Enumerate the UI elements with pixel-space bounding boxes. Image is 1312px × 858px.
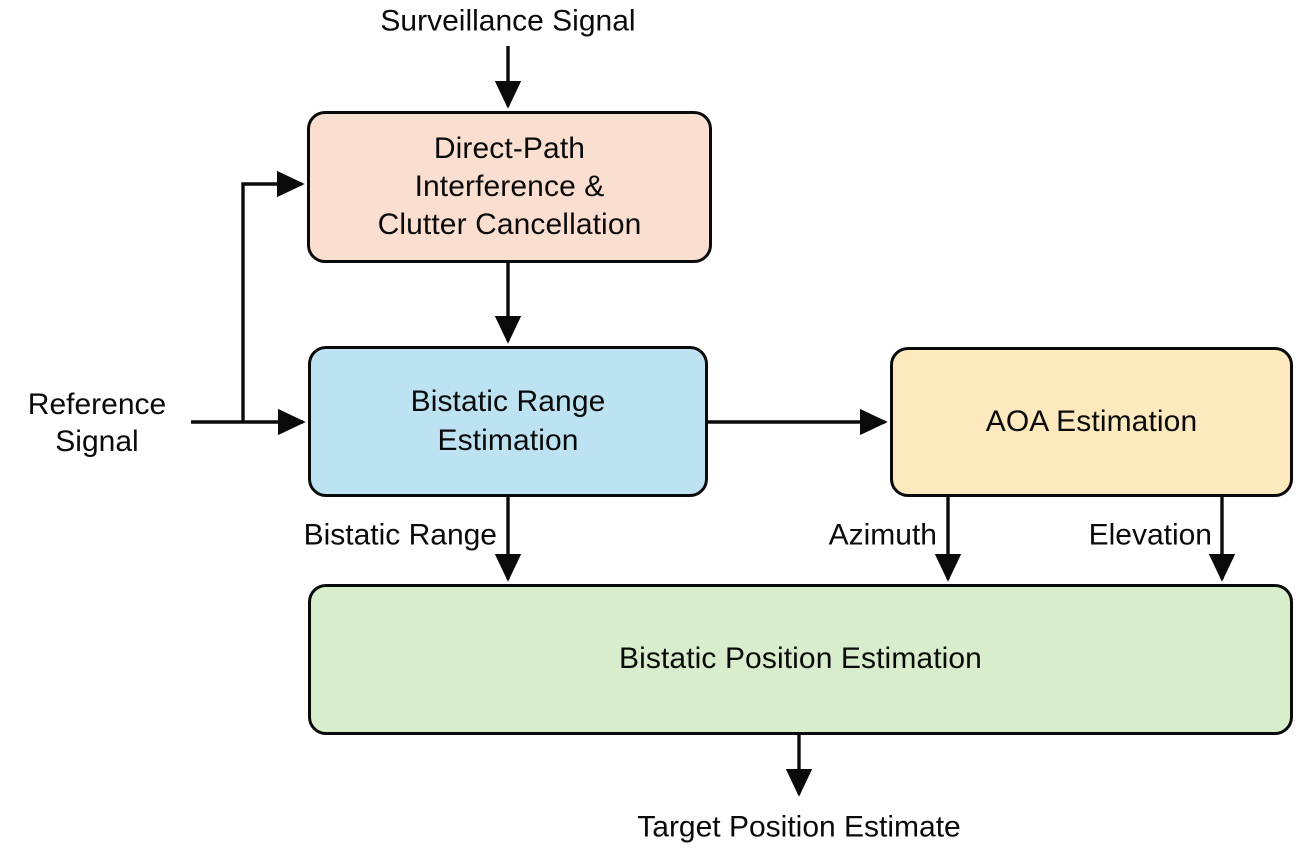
node-direct-path-interference-clutter-cancellation[interactable]: Direct-Path Interference & Clutter Cance…: [307, 111, 712, 263]
edge-reference-to-dpi: [241, 170, 305, 422]
node-bistatic-range-estimation[interactable]: Bistatic Range Estimation: [308, 346, 708, 497]
label-target-position-estimate: Target Position Estimate: [637, 810, 961, 844]
node-aoa-estimation[interactable]: AOA Estimation: [890, 347, 1293, 497]
edge-label-azimuth: Azimuth: [828, 518, 937, 552]
label-surveillance-signal: Surveillance Signal: [380, 4, 636, 38]
label-reference-signal: Reference Signal: [27, 387, 167, 458]
edge-label-bistatic-range: Bistatic Range: [303, 518, 497, 552]
edge-label-elevation: Elevation: [1088, 518, 1212, 552]
node-bistatic-position-estimation[interactable]: Bistatic Position Estimation: [308, 584, 1293, 735]
